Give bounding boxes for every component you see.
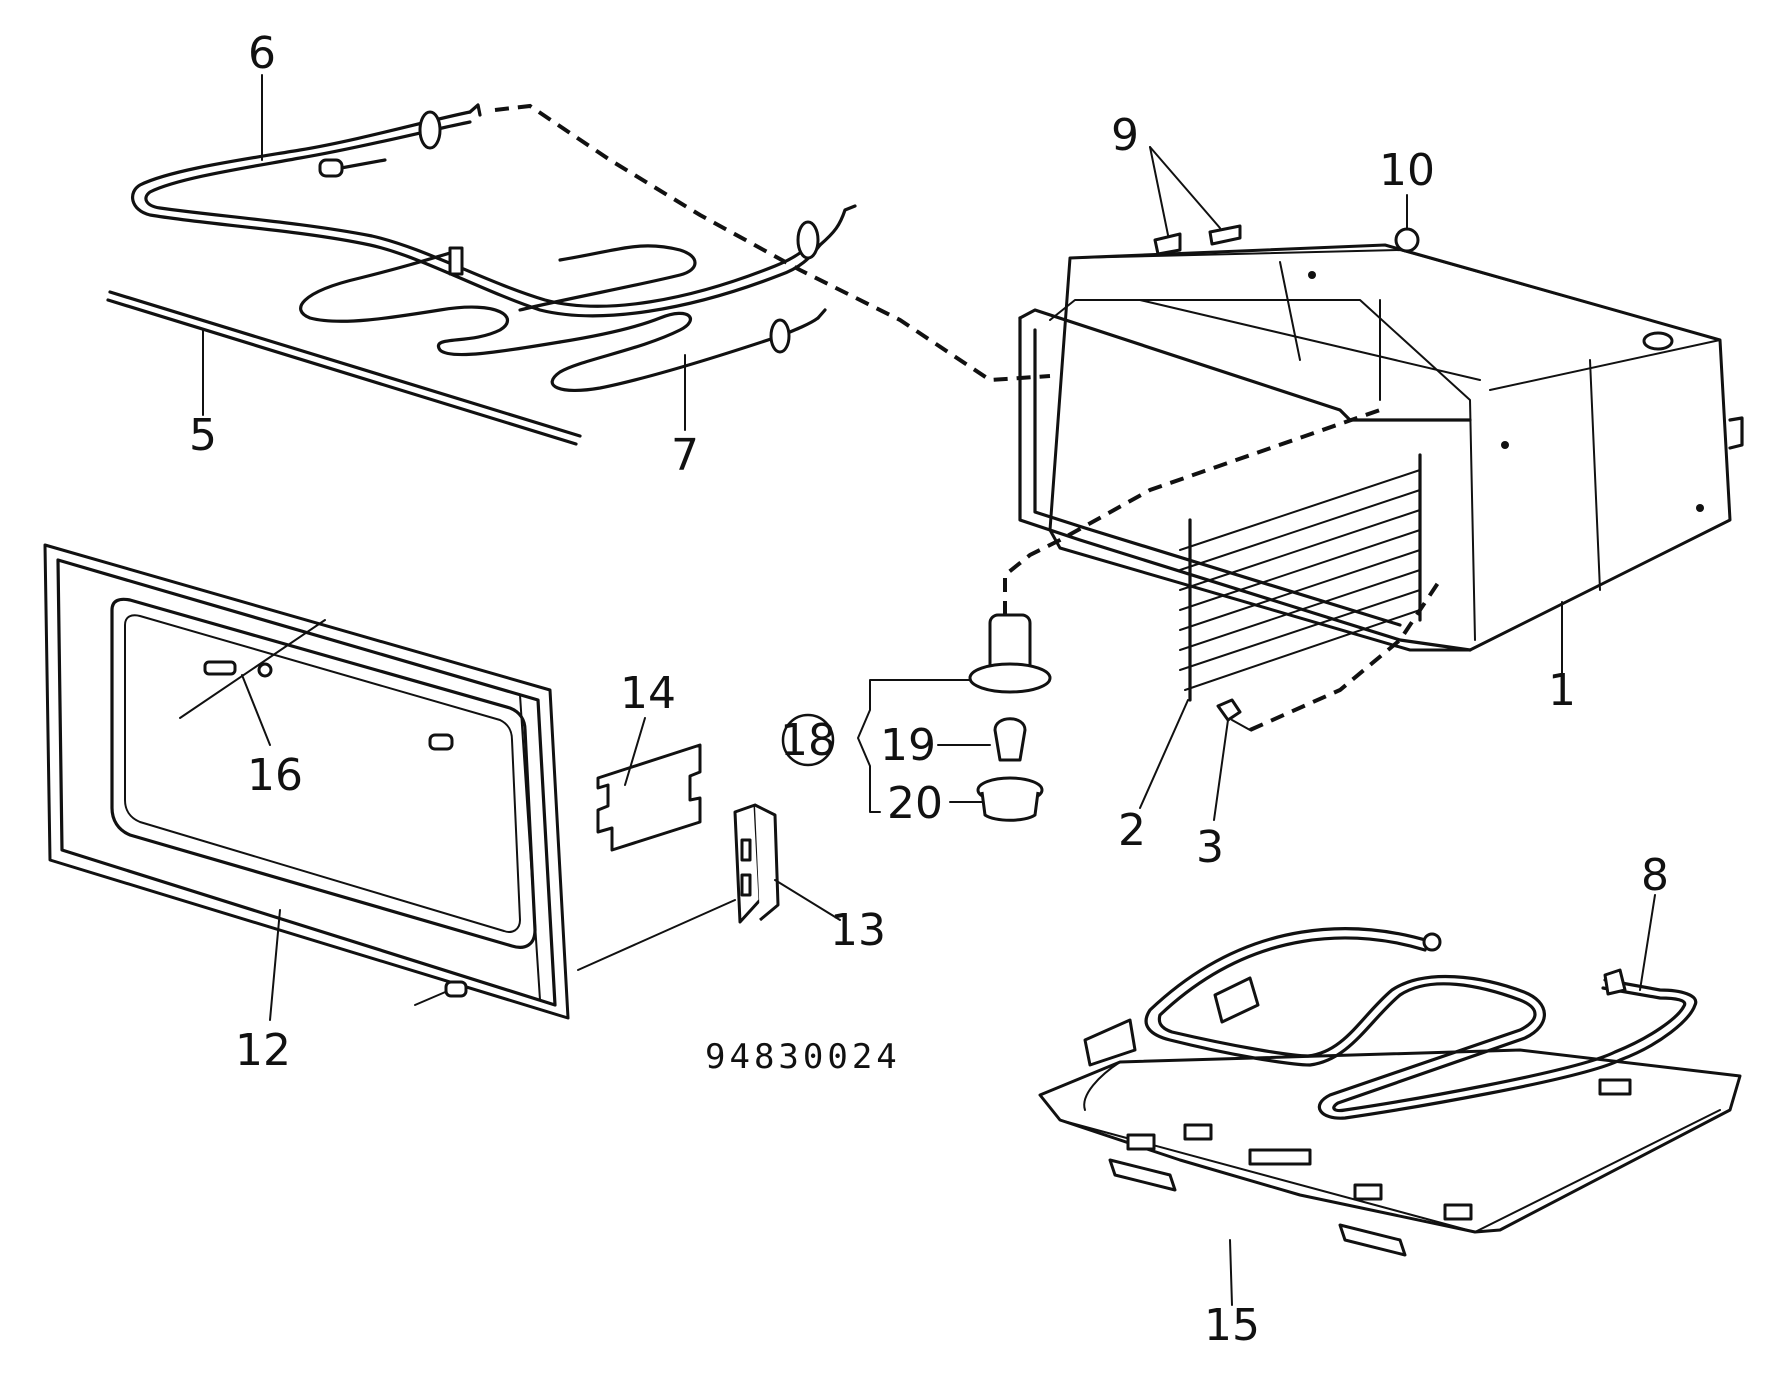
leader-lines	[202, 74, 1656, 1306]
callout-8: 8	[1641, 850, 1669, 901]
callout-13: 13	[830, 905, 886, 956]
base-plate-part	[1038, 1048, 1742, 1257]
lamp-assembly	[968, 613, 1052, 822]
oven-cavity	[1018, 243, 1744, 652]
clip-parts	[1153, 224, 1242, 256]
callout-15: 15	[1204, 1300, 1260, 1351]
grill-heating-element	[131, 103, 857, 392]
callout-5: 5	[189, 410, 217, 461]
callout-18-circle	[781, 713, 835, 767]
callout-19: 19	[880, 720, 936, 771]
callout-9: 9	[1111, 110, 1139, 161]
callout-18: 18	[780, 715, 836, 766]
callout-10: 10	[1379, 145, 1435, 196]
callout-2: 2	[1118, 805, 1146, 856]
callout-1: 1	[1548, 665, 1576, 716]
oven-door	[43, 543, 570, 1020]
callout-14: 14	[620, 668, 676, 719]
bottom-heating-element	[1083, 927, 1698, 1120]
grommet-part	[1394, 227, 1420, 253]
callout-3: 3	[1196, 822, 1224, 873]
callout-12: 12	[235, 1025, 291, 1076]
rod-part	[106, 290, 582, 446]
callout-20: 20	[887, 778, 943, 829]
door-bracket-part	[596, 743, 702, 852]
callout-6: 6	[248, 28, 276, 79]
drawing-number: 94830024	[705, 1037, 901, 1077]
shelf-rack	[1179, 453, 1422, 702]
hinge-part	[577, 803, 780, 971]
callout-7: 7	[671, 430, 699, 481]
screw-part	[1216, 698, 1251, 731]
callout-16: 16	[247, 750, 303, 801]
